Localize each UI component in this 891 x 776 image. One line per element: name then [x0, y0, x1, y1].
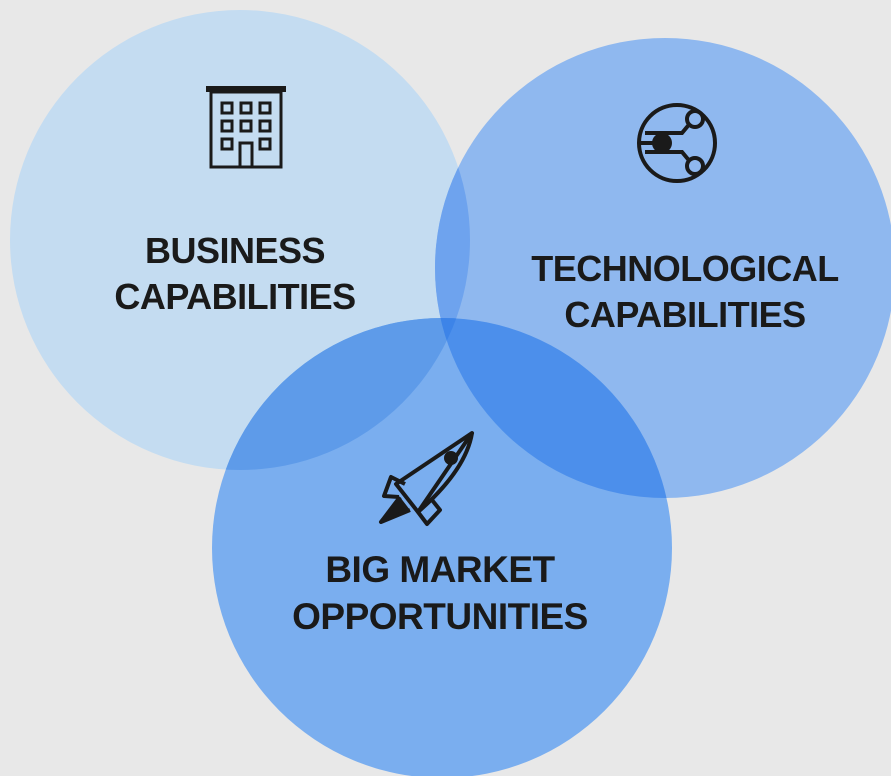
business-capabilities-label: BUSINESS CAPABILITIES	[85, 228, 385, 320]
rocket-icon	[379, 431, 474, 526]
technological-capabilities-label: TECHNOLOGICAL CAPABILITIES	[520, 246, 850, 338]
big-market-opportunities-label: BIG MARKET OPPORTUNITIES	[280, 546, 600, 641]
overlap-technological-market	[435, 318, 672, 498]
circuit-icon	[637, 103, 717, 183]
market-label-line-1: BIG MARKET	[325, 549, 555, 590]
overlap-business-market	[212, 318, 470, 470]
market-label-line-2: OPPORTUNITIES	[292, 596, 588, 638]
technological-label-line-1: TECHNOLOGICAL	[531, 248, 839, 289]
technological-label-line-2: CAPABILITIES	[564, 294, 806, 336]
building-icon	[206, 86, 286, 169]
business-label-line-1: BUSINESS	[144, 230, 326, 271]
business-label-line-2: CAPABILITIES	[114, 276, 356, 318]
